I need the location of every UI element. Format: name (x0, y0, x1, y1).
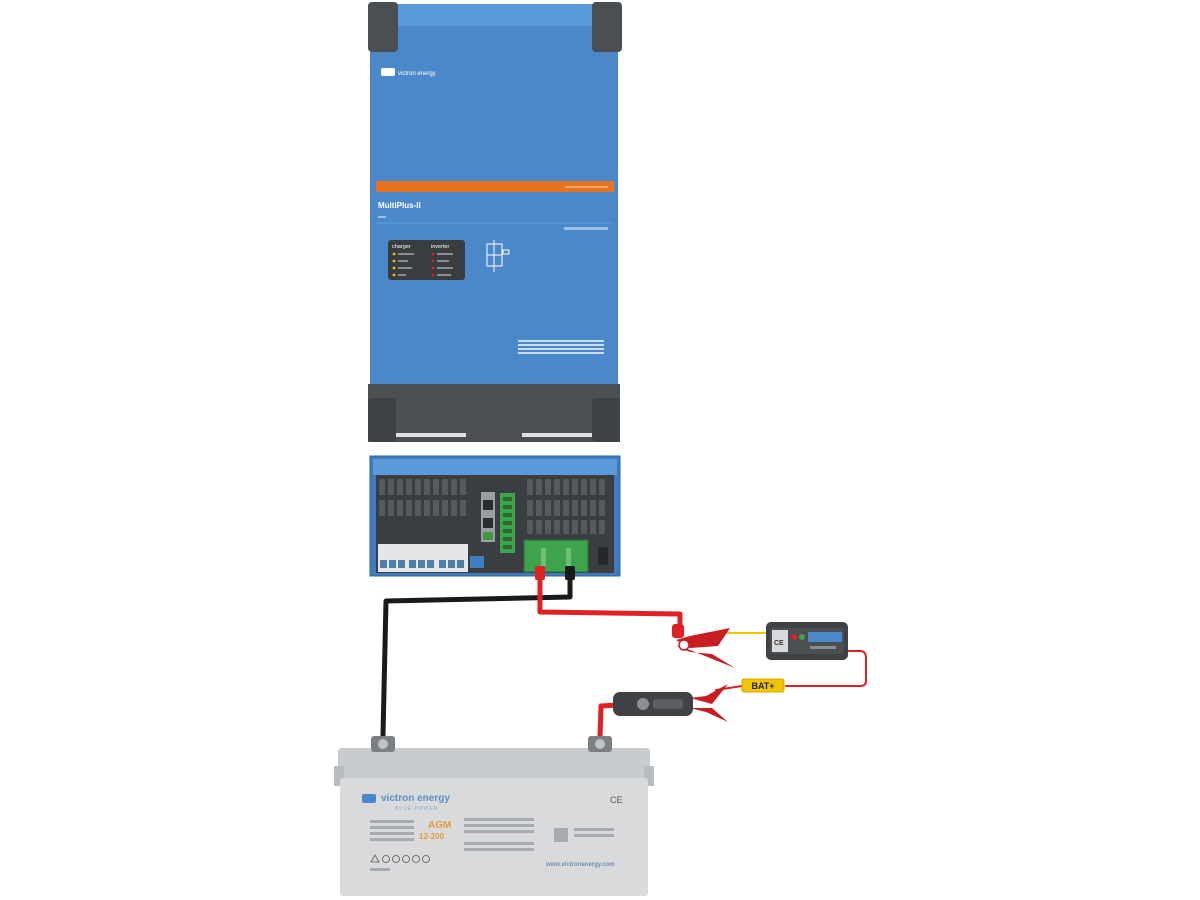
red-cable-lug (535, 566, 545, 580)
inverter-brand: victron energy (398, 71, 436, 77)
inverter-base (368, 384, 620, 442)
red-positive-cable (537, 572, 683, 631)
inverter-small-text (378, 216, 386, 218)
top-right-bracket (592, 2, 622, 52)
multiplus-inverter: victron energy MultiPlus-II charger inve… (368, 2, 622, 442)
battery-cert: CE (610, 795, 623, 805)
warning-icons (370, 854, 430, 863)
charger-heading: charger (392, 244, 411, 250)
red-fuse-wire (785, 650, 867, 687)
led-panel: charger inverter (388, 240, 465, 280)
battery-info-block (370, 818, 614, 851)
orange-stripe (376, 181, 614, 192)
compartment-switch (598, 547, 608, 565)
bottom-left-bracket (368, 398, 396, 442)
black-negative-cable (380, 572, 573, 738)
battery-positive-cable (597, 702, 621, 741)
positive-terminal (588, 736, 612, 752)
agm-battery: victron energy BLUE POWER CE AGM 12-200 (334, 736, 654, 896)
negative-terminal (371, 736, 395, 752)
connection-compartment (369, 455, 621, 577)
ventilation-slots (396, 433, 592, 437)
fuse-label: BAT+ (751, 681, 774, 691)
charger-device: CE (766, 622, 848, 660)
power-switch-icon (486, 240, 510, 272)
rating-label (518, 340, 604, 354)
aux-terminal-strip (500, 493, 515, 553)
battery-logo-icon (362, 794, 376, 803)
battery-connector-device (613, 692, 693, 716)
right-vent-grille (527, 479, 605, 534)
left-vent-grille (379, 479, 466, 516)
inverter-housing (370, 4, 618, 390)
battery-small-text (370, 868, 390, 871)
upper-clamp-icon (672, 624, 735, 668)
battery-body (340, 778, 648, 896)
dc-busbar (523, 539, 589, 573)
bottom-right-bracket (592, 398, 620, 442)
battery-website: www.victronenergy.com (545, 862, 615, 868)
black-cable-lug (565, 566, 575, 580)
charger-cert: CE (774, 640, 784, 647)
communication-ports (481, 492, 495, 542)
lower-clamp-icon (690, 684, 728, 722)
victron-logo-icon (381, 68, 395, 76)
inverter-cert-marks (564, 227, 608, 230)
fuse-holder: BAT+ (741, 678, 785, 693)
battery-series: 12-200 (419, 832, 444, 841)
battery-brand: victron energy (381, 793, 450, 804)
inverter-model: MultiPlus-II (378, 201, 421, 210)
inverter-top-highlight (370, 4, 618, 26)
top-left-bracket (368, 2, 398, 52)
battery-subbrand: BLUE POWER (395, 806, 438, 812)
ac-terminals (378, 544, 484, 572)
inverter-heading: inverter (431, 244, 450, 250)
battery-type: AGM (428, 820, 451, 831)
